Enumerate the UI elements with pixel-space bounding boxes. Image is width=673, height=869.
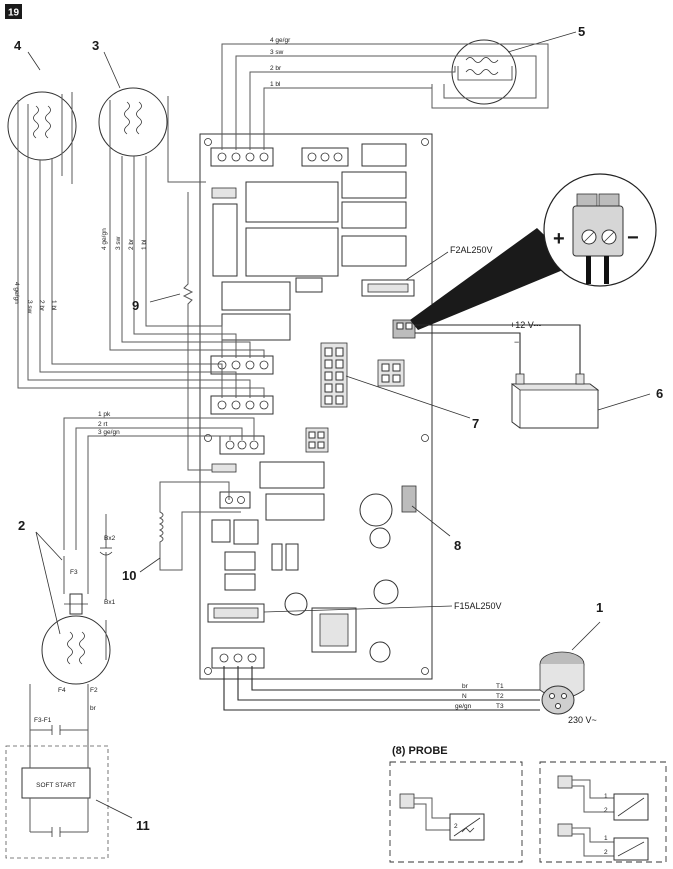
svg-text:1 pk: 1 pk	[98, 411, 111, 418]
connector-pump	[219, 435, 265, 455]
probe-box-right: 1 2 1 2	[539, 761, 667, 863]
transformer-icon	[311, 607, 357, 653]
svg-text:br: br	[90, 705, 97, 712]
svg-text:4 ge/gn: 4 ge/gn	[13, 282, 20, 304]
mains-wiring: br N ge/gn T1 T2 T3	[223, 666, 540, 711]
svg-text:2 br: 2 br	[270, 65, 282, 72]
plug-icon: 230 V~	[539, 621, 601, 725]
svg-text:1: 1	[604, 793, 608, 800]
soft-start: SOFT START F3-F1 br	[5, 684, 133, 859]
wires-fan-3: 4 ge/gn 3 sw 2 br 1 bl	[101, 96, 265, 358]
wires-pump: 1 pk 2 rt 3 ge/gn	[63, 411, 255, 560]
probe-box-left: 2	[389, 761, 523, 863]
svg-text:3 ge/gn: 3 ge/gn	[98, 429, 120, 436]
callout-4: 4	[14, 38, 22, 53]
ntc-probe-icon	[461, 827, 475, 833]
callout-3: 3	[92, 38, 99, 53]
callout-9: 9	[132, 298, 139, 313]
connector-fan-4	[210, 395, 274, 415]
callout-8: 8	[454, 538, 461, 553]
svg-text:1 bl: 1 bl	[50, 300, 57, 311]
svg-text:1 bl: 1 bl	[270, 81, 281, 88]
connector-top-right	[301, 147, 349, 167]
wires-fan-4: 4 ge/gn 3 sw 2 br 1 bl	[13, 92, 265, 398]
zoom-beam	[410, 228, 575, 330]
probe-connector	[401, 485, 417, 513]
fuse-f2: F2AL250V	[361, 245, 493, 297]
svg-text:br: br	[462, 683, 469, 690]
fan-3	[98, 51, 168, 157]
battery-wiring: +12 V⎓ −	[415, 320, 581, 375]
svg-text:Bx1: Bx1	[104, 599, 116, 606]
svg-text:SOFT START: SOFT START	[36, 782, 76, 789]
minus-sign: −	[627, 227, 639, 249]
fuse-f15: F15AL250V	[207, 601, 502, 623]
connector-zoom: + −	[543, 173, 657, 287]
fan-4	[7, 51, 77, 161]
connector-coil	[219, 491, 251, 509]
callout-10: 10	[122, 568, 136, 583]
connector-mains	[211, 647, 265, 669]
svg-text:2 br: 2 br	[128, 238, 135, 250]
connector-fan-3	[210, 355, 274, 375]
callout-5: 5	[578, 24, 585, 39]
svg-text:F3: F3	[70, 569, 78, 576]
callout-2: 2	[18, 518, 25, 533]
svg-text:4 ge/gn: 4 ge/gn	[101, 228, 108, 250]
coil-icon	[139, 481, 241, 573]
connector-icon	[572, 193, 624, 284]
svg-text:F2AL250V: F2AL250V	[450, 245, 493, 255]
svg-text:2 rt: 2 rt	[98, 421, 108, 428]
connector-12v	[392, 319, 416, 339]
svg-text:+12 V⎓: +12 V⎓	[510, 320, 541, 330]
svg-text:Bx2: Bx2	[104, 535, 116, 542]
svg-text:2: 2	[454, 823, 458, 830]
svg-text:F4: F4	[58, 687, 66, 694]
pump-motor-2: F3 F4 F2	[35, 531, 111, 694]
svg-text:4 ge/gr: 4 ge/gr	[270, 37, 291, 44]
svg-text:N: N	[462, 693, 467, 700]
resistor-9	[149, 192, 212, 471]
svg-text:1: 1	[604, 835, 608, 842]
svg-text:1 bl: 1 bl	[141, 239, 148, 250]
callout-6: 6	[656, 386, 663, 401]
probe-title: (8) PROBE	[392, 745, 448, 757]
connector-top-left	[210, 147, 274, 167]
svg-text:F15AL250V: F15AL250V	[454, 601, 502, 611]
svg-text:T3: T3	[496, 703, 504, 710]
svg-text:3 sw: 3 sw	[270, 49, 284, 56]
motor-5	[451, 31, 577, 105]
figure-number: 19	[8, 8, 20, 19]
figure-number-badge: 19	[5, 4, 22, 19]
battery-icon	[510, 373, 651, 429]
svg-text:230 V~: 230 V~	[568, 715, 597, 725]
svg-text:ge/gn: ge/gn	[455, 703, 472, 710]
callout-11: 11	[136, 818, 150, 833]
plus-sign: +	[553, 228, 565, 250]
svg-text:3 sw: 3 sw	[26, 300, 33, 314]
svg-text:T2: T2	[496, 693, 504, 700]
svg-text:3 sw: 3 sw	[115, 236, 122, 250]
callout-7: 7	[472, 416, 479, 431]
svg-text:2: 2	[604, 807, 608, 814]
wires-motor-5: 4 ge/gr 3 sw 2 br 1 bl	[221, 37, 549, 150]
svg-text:T1: T1	[496, 683, 504, 690]
svg-text:−: −	[514, 337, 519, 347]
svg-text:2: 2	[604, 849, 608, 856]
callout-1: 1	[596, 600, 603, 615]
svg-text:F3-F1: F3-F1	[34, 717, 52, 724]
svg-text:F2: F2	[90, 687, 98, 694]
svg-text:2 br: 2 br	[38, 300, 45, 312]
capacitor-icon: Bx2 Bx1	[99, 514, 116, 660]
